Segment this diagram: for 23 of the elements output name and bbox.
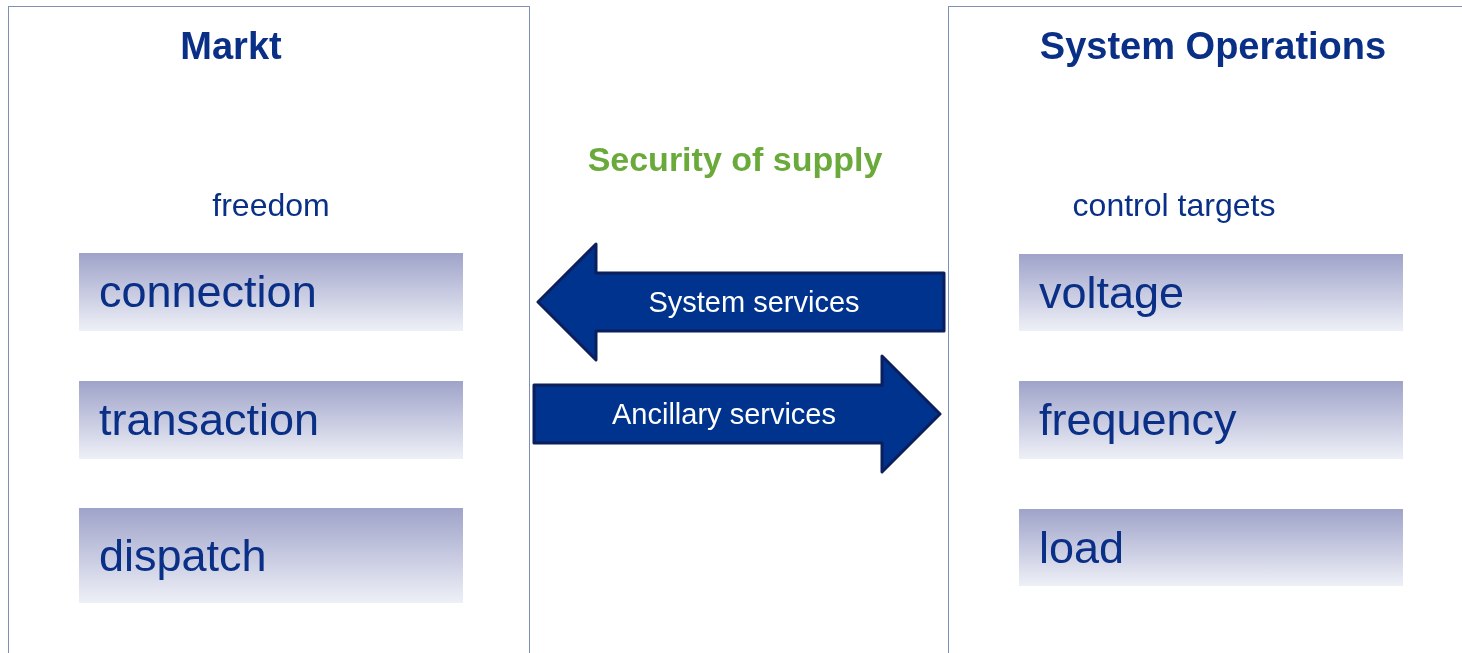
box-label: dispatch [99, 529, 267, 582]
panel [948, 6, 1462, 653]
gradient-box [1019, 254, 1403, 331]
box-label: load [1039, 521, 1125, 574]
gradient-box [79, 381, 463, 459]
gradient-box [1019, 509, 1403, 586]
box-label: frequency [1039, 394, 1237, 446]
panel-heading: System Operations [1038, 25, 1388, 68]
panel-heading: Markt [179, 25, 283, 68]
gradient-box [79, 508, 463, 603]
panel [8, 6, 530, 653]
block-arrow [536, 242, 946, 362]
box-label: connection [99, 266, 317, 318]
box-label: voltage [1039, 266, 1185, 319]
box-label: transaction [99, 394, 320, 446]
edge-label: Ancillary services [612, 397, 836, 431]
heading-label: Security of supply [586, 140, 884, 179]
panel-subheading: freedom [211, 187, 331, 224]
gradient-box [1019, 381, 1403, 459]
panel-subheading: control targets [1071, 187, 1277, 224]
edge-label: System services [648, 285, 860, 319]
gradient-box [79, 253, 463, 331]
block-arrow [532, 354, 942, 474]
